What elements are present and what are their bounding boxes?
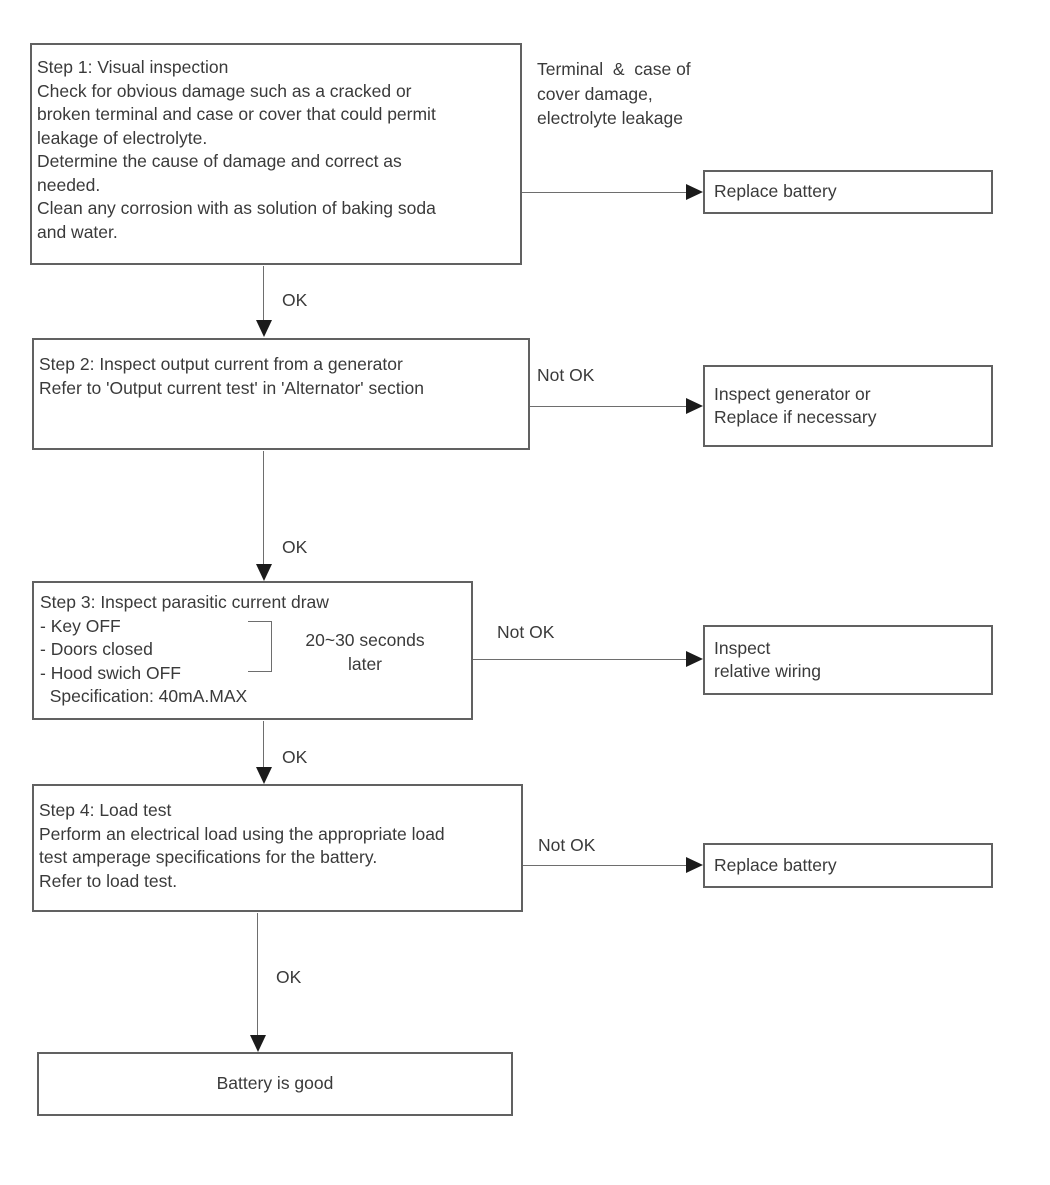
connector-step2-step3 bbox=[263, 451, 264, 565]
right-arrowhead-4 bbox=[686, 857, 703, 873]
down-arrowhead-3 bbox=[256, 767, 272, 784]
connector-step4-result bbox=[257, 913, 258, 1036]
down-arrowhead-1 bbox=[256, 320, 272, 337]
step2-output-current-box: Step 2: Inspect output current from a ge… bbox=[32, 338, 530, 450]
down-arrowhead-4 bbox=[250, 1035, 266, 1052]
step3-bracket bbox=[248, 621, 272, 671]
step3-parasitic-draw-box: Step 3: Inspect parasitic current draw -… bbox=[32, 581, 473, 720]
step4-load-test-box: Step 4: Load test Perform an electrical … bbox=[32, 784, 523, 912]
not-ok-label-2: Not OK bbox=[497, 622, 555, 642]
right-arrowhead-2 bbox=[686, 398, 703, 414]
step3-bracket-foot bbox=[248, 671, 272, 672]
outcome-inspect-wiring-box: Inspect relative wiring bbox=[703, 625, 993, 695]
ok-label-3: OK bbox=[282, 747, 308, 767]
right-arrowhead-1 bbox=[686, 184, 703, 200]
connector-step2-inspect-generator bbox=[530, 406, 687, 407]
ok-label-1: OK bbox=[282, 290, 308, 310]
right-arrowhead-3 bbox=[686, 651, 703, 667]
timing-note-label: 20~30 seconds later bbox=[305, 630, 425, 674]
terminal-damage-condition-label: Terminal & case of cover damage, electro… bbox=[537, 59, 691, 129]
connector-step3-step4 bbox=[263, 721, 264, 769]
battery-good-result-box: Battery is good bbox=[37, 1052, 513, 1116]
connector-step1-replace-battery bbox=[522, 192, 687, 193]
ok-label-2: OK bbox=[282, 537, 308, 557]
outcome-inspect-generator-box: Inspect generator or Replace if necessar… bbox=[703, 365, 993, 447]
not-ok-label-1: Not OK bbox=[537, 365, 595, 385]
outcome-replace-battery-1-box: Replace battery bbox=[703, 170, 993, 214]
outcome-replace-battery-2-box: Replace battery bbox=[703, 843, 993, 888]
connector-step1-step2 bbox=[263, 266, 264, 322]
not-ok-label-3: Not OK bbox=[538, 835, 596, 855]
ok-label-4: OK bbox=[276, 967, 302, 987]
connector-step3-inspect-wiring bbox=[473, 659, 687, 660]
step1-visual-inspection-box: Step 1: Visual inspection Check for obvi… bbox=[30, 43, 522, 265]
connector-step4-replace-battery bbox=[523, 865, 687, 866]
down-arrowhead-2 bbox=[256, 564, 272, 581]
